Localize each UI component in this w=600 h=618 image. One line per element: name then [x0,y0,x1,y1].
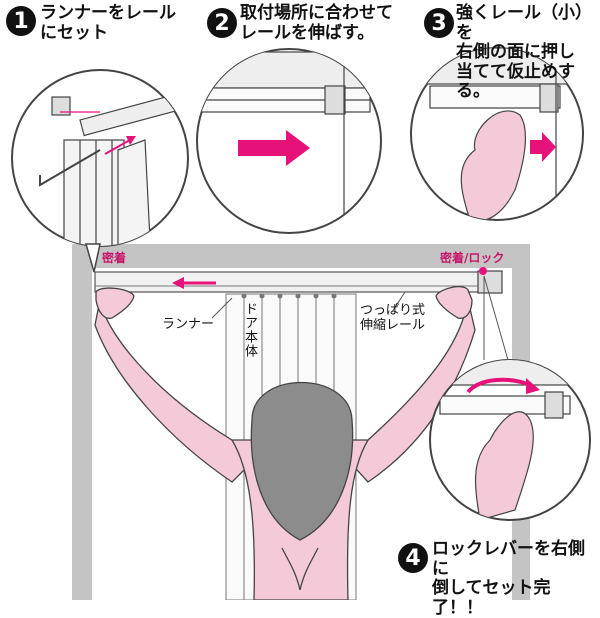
step4-zoom [429,359,591,521]
step3-zoom [410,47,584,221]
seal-lock-label: 密着/ロック [440,251,505,265]
left-arrow [172,277,216,289]
step1-number-badge: 1 [6,6,36,36]
step3-text: 強くレール（小）を 右側の面に押し 当てて仮止めする。 [456,3,592,102]
right-arrow [238,130,310,166]
step4-text: ロックレバーを右側に 倒してセット完了！！ [432,539,585,618]
curved-arrow [466,377,533,394]
woman-figure [94,286,476,600]
step2-text: 取付場所に合わせて レールを伸ばす。 [240,3,393,43]
right-arrow-small [530,132,556,162]
installation-illustration [11,47,591,600]
step3-number-badge: 3 [424,8,454,38]
step1-zoom [11,69,189,247]
step2-number-badge: 2 [207,8,237,38]
runner-label: ランナー [162,317,215,332]
step4-number-badge: 4 [398,543,428,573]
step2-zoom [196,48,382,234]
door-body-label: ドア本体 [241,302,257,358]
step1-text: ランナーをレール にセット [40,3,176,43]
tension-rail-label: つっぱり式 伸縮レール [360,303,426,333]
seal-left-label: 密着 [102,251,127,265]
